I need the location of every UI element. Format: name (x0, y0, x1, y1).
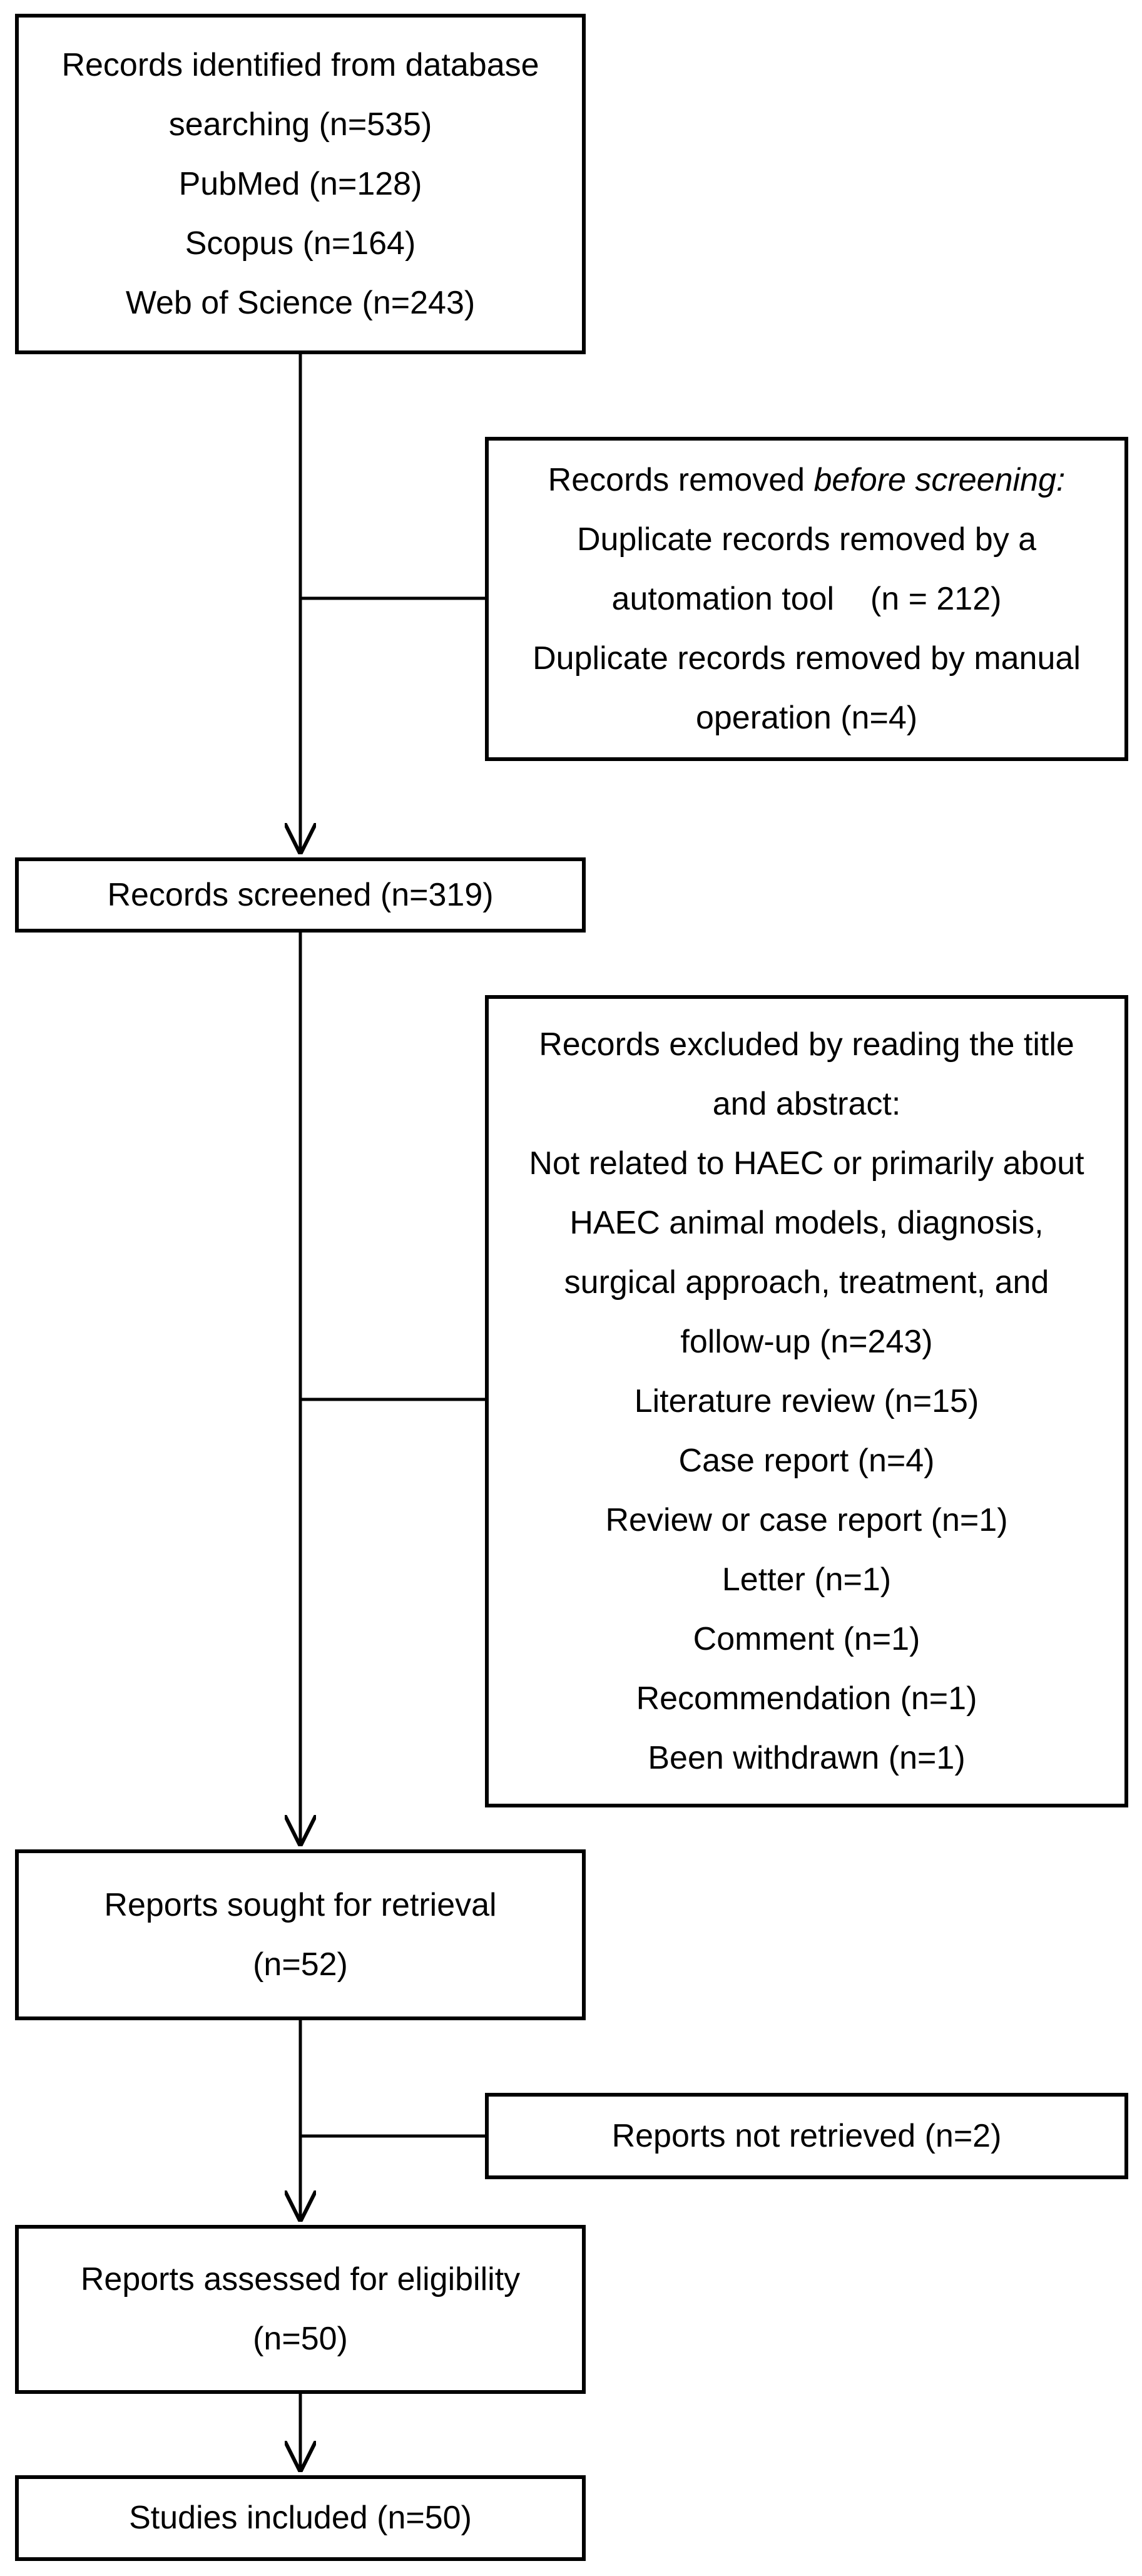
records-identified-line-2: searching (n=535) (168, 106, 432, 143)
reports-sought-line-1: Reports sought for retrieval (104, 1886, 497, 1923)
reports-not-retrieved-box: Reports not retrieved (n=2) (485, 2093, 1128, 2179)
records-excluded-line-8: Case report (n=4) (678, 1442, 935, 1479)
records-excluded-line-1: Records excluded by reading the title (539, 1026, 1074, 1063)
records-screened-box: Records screened (n=319) (15, 857, 586, 933)
records-removed-line-1: Duplicate records removed by a (576, 521, 1037, 558)
records-excluded-line-9: Review or case report (n=1) (605, 1501, 1008, 1538)
records-excluded-line-7: Literature review (n=15) (634, 1383, 979, 1419)
reports-assessed-line-1: Reports assessed for eligibility (80, 2261, 521, 2297)
records-removed-title-prefix: Records removed (548, 461, 814, 498)
records-removed-line-3: Duplicate records removed by manual (533, 640, 1081, 677)
studies-included-text: Studies included (n=50) (129, 2500, 472, 2536)
records-excluded-line-5: surgical approach, treatment, and (564, 1264, 1049, 1301)
records-excluded-line-6: follow-up (n=243) (680, 1323, 933, 1360)
reports-not-retrieved-text: Reports not retrieved (n=2) (611, 2117, 1002, 2154)
records-removed-line-2: automation tool (n = 212) (611, 580, 1002, 617)
records-excluded-line-12: Recommendation (n=1) (636, 1680, 977, 1717)
records-removed-title: Records removed before screening: (548, 451, 1066, 510)
pubmed-count: PubMed (n=128) (178, 165, 422, 202)
studies-included-box: Studies included (n=50) (15, 2475, 586, 2561)
records-removed-line-4: operation (n=4) (695, 699, 918, 736)
records-excluded-line-3: Not related to HAEC or primarily about (529, 1145, 1084, 1182)
reports-assessed-line-2: (n=50) (253, 2321, 348, 2357)
records-screened-text: Records screened (n=319) (107, 876, 494, 913)
records-excluded-line-11: Comment (n=1) (693, 1620, 920, 1657)
scopus-count: Scopus (n=164) (185, 225, 416, 262)
records-excluded-line-2: and abstract: (712, 1085, 901, 1122)
records-identified-box: Records identified from database searchi… (15, 14, 586, 354)
reports-sought-box: Reports sought for retrieval (n=52) (15, 1849, 586, 2020)
reports-sought-line-2: (n=52) (253, 1946, 348, 1983)
web-of-science-count: Web of Science (n=243) (125, 284, 476, 321)
records-removed-title-emphasis: before screening: (813, 461, 1066, 498)
records-excluded-box: Records excluded by reading the title an… (485, 995, 1128, 1807)
records-excluded-line-13: Been withdrawn (n=1) (648, 1739, 966, 1776)
records-removed-box: Records removed before screening: Duplic… (485, 437, 1128, 761)
reports-assessed-box: Reports assessed for eligibility (n=50) (15, 2225, 586, 2394)
records-excluded-line-10: Letter (n=1) (721, 1561, 892, 1598)
records-excluded-line-4: HAEC animal models, diagnosis, (569, 1204, 1044, 1241)
records-identified-line-1: Records identified from database (61, 46, 539, 83)
